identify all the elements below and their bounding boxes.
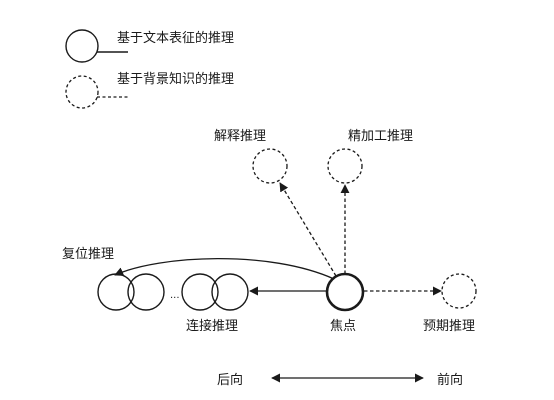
earlier-text-node [127,273,165,311]
explanatory-inference-node [252,148,288,184]
earlier-text-node [97,273,135,311]
legend-solid-circle [65,29,99,63]
elaborative-inference-label: 精加工推理 [348,129,413,144]
earlier-text-nodes: ... [97,273,249,311]
legend-knowledge-based-label: 基于背景知识的推理 [117,71,234,87]
reinstatement-inference-label: 复位推理 [62,247,114,262]
forward-label: 前向 [437,372,463,388]
explanatory-inference-label: 解释推理 [214,129,266,144]
legend: 基于文本表征的推理 基于背景知识的推理 [65,29,234,109]
predictive-inference-node [441,273,477,309]
earlier-text-node [211,273,249,311]
backward-label: 后向 [217,372,243,388]
earlier-text-node [181,273,219,311]
focus-node [325,272,365,312]
legend-text-based-label: 基于文本表征的推理 [117,30,234,46]
legend-dashed-circle [65,75,99,109]
elaborative-inference-node [327,148,363,184]
predictive-inference-label: 预期推理 [423,319,475,334]
bridging-inference-label: 连接推理 [186,318,238,334]
ellipsis-text: ... [170,290,180,301]
reinstatement-arrow [114,257,335,280]
focus-label: 焦点 [330,319,356,334]
explanatory-arrow [279,182,337,277]
